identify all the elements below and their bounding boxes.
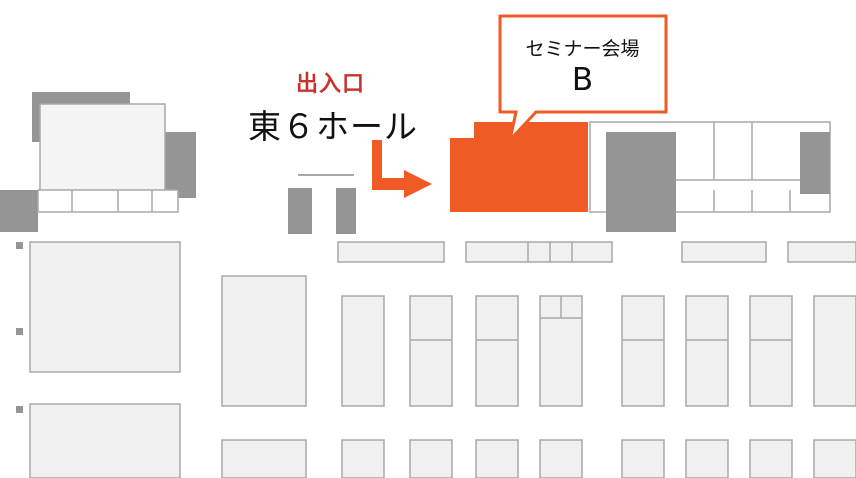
building-small [288,174,356,234]
building-top-right [589,121,831,232]
hall-label: 東６ホール [248,107,418,146]
entrance-label: 出入口 [296,72,366,97]
callout-box [498,14,668,146]
seminar-room-b [450,122,588,212]
entrance-arrow [372,140,432,198]
callout-title: セミナー会場 [525,38,640,60]
booth-area [29,241,856,478]
side-markers [16,242,23,413]
building-top-left [0,92,196,232]
callout-room-letter: B [571,62,594,98]
